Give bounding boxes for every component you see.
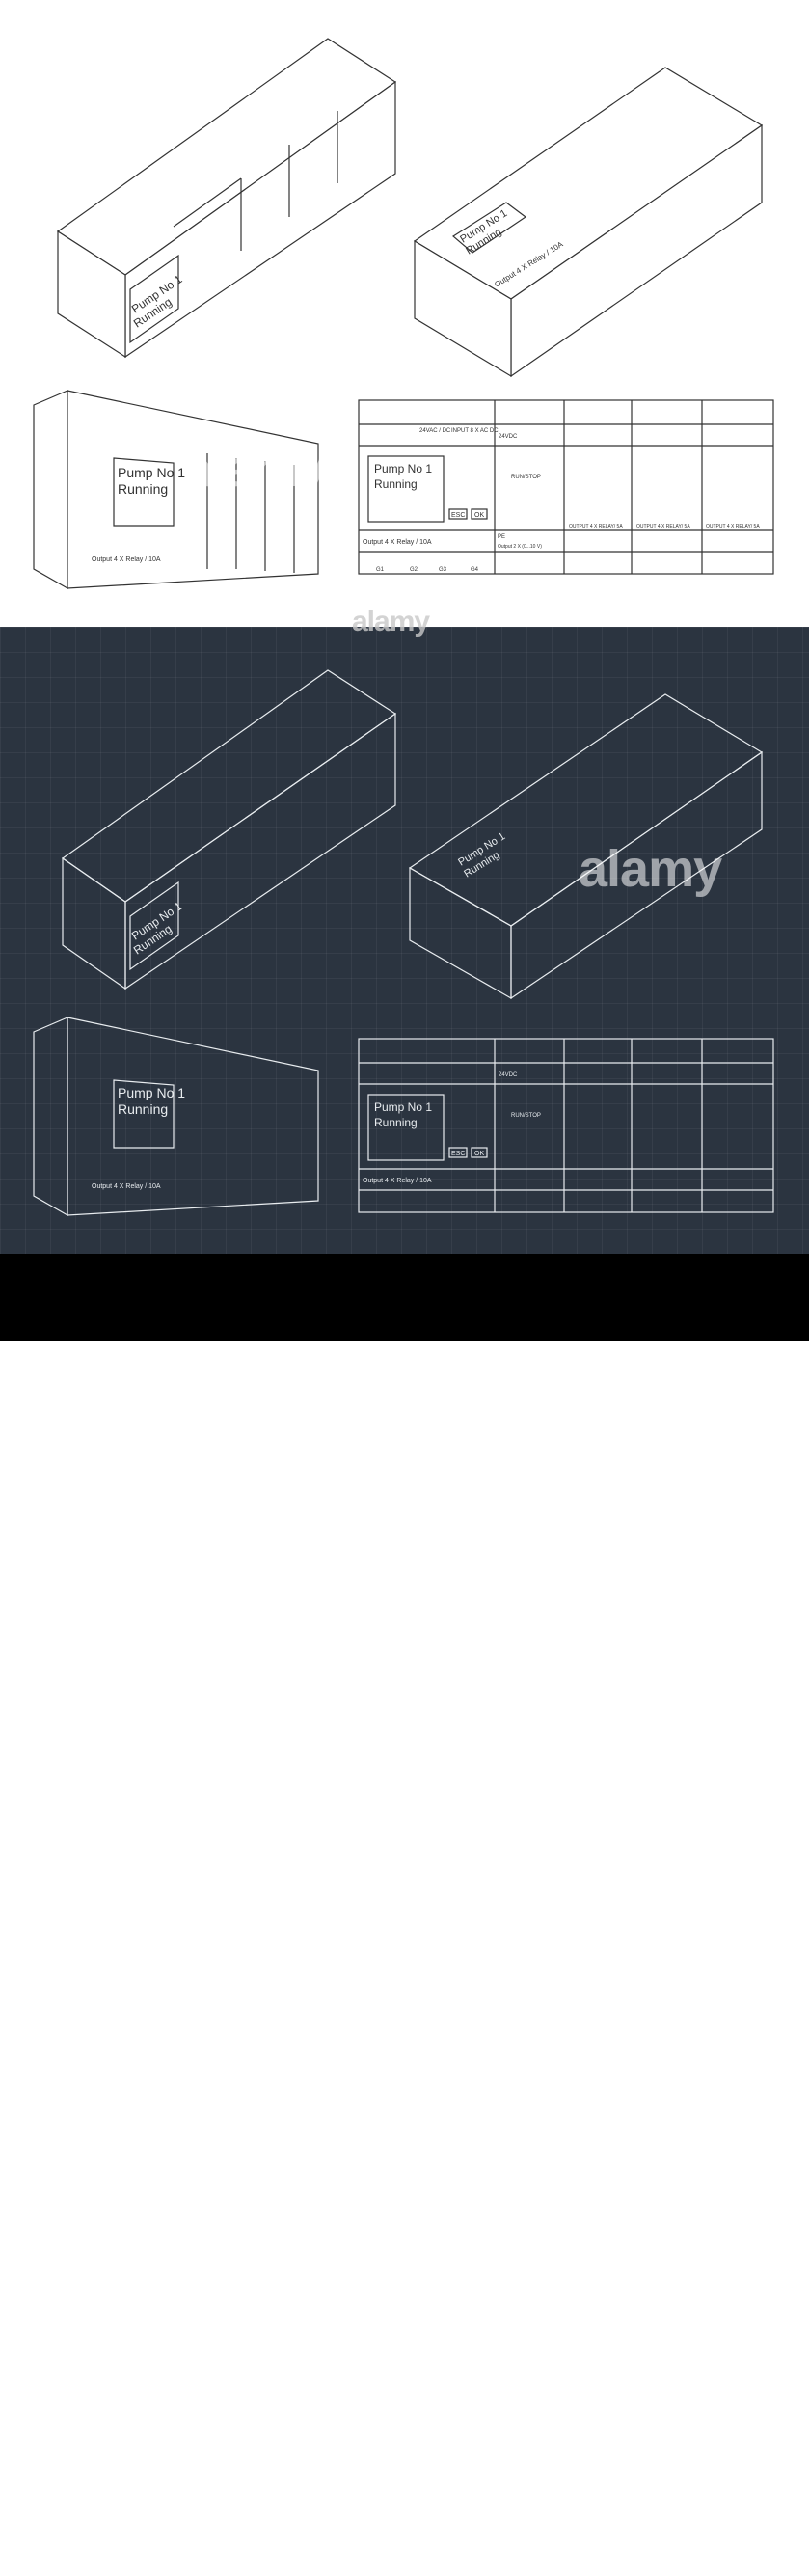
blueprint-drawings: Pump No 1 Running Pump No 1 Running Pump… (33, 669, 774, 1217)
bp-ortho-ok: OK (474, 1151, 484, 1157)
bp-front-screen-line1: Pump No 1 (118, 1085, 185, 1100)
bp-front-screen-line2: Running (118, 1101, 168, 1117)
ortho-esc: ESC (451, 512, 465, 519)
footer-bar: alamy Image ID: 2GM01XE www.alamy.com (0, 1254, 809, 2575)
bp-front-orthographic-view: Pump No 1 Running ESC OK Output 4 X Rela… (358, 1038, 774, 1213)
iso-view-right: Pump No 1 Running Output 4 X Relay / 10A (413, 67, 764, 378)
watermark-middle-right: alamy (579, 840, 722, 898)
footer-image-id: Image ID: 2GM01XE (559, 2529, 707, 2548)
blueprint-drawing-panel: Pump No 1 Running Pump No 1 Running Pump… (0, 627, 809, 1254)
ortho-module-output-3: OUTPUT 4 X RELAY/ 5A (706, 524, 760, 529)
footer-brand: alamy (289, 2519, 406, 2566)
ortho-ok: OK (474, 512, 484, 519)
ortho-module-output-2: OUTPUT 4 X RELAY/ 5A (636, 524, 690, 529)
front-screen-line1: Pump No 1 (118, 465, 185, 480)
ortho-24vdc: 24VDC (499, 434, 518, 440)
front-perspective-view: Pump No 1 Running Output 4 X Relay / 10A (33, 390, 319, 590)
ortho-screen-line2: Running (374, 477, 418, 491)
bp-front-output-label: Output 4 X Relay / 10A (92, 1183, 161, 1190)
ortho-screen-line1: Pump No 1 (374, 462, 432, 475)
ortho-g4: G4 (471, 567, 479, 573)
ortho-supply: 24VAC / DC (419, 428, 451, 434)
ortho-module-output-1: OUTPUT 4 X RELAY/ 5A (569, 524, 623, 529)
watermark-top: alamy (352, 606, 430, 637)
ortho-g2: G2 (410, 567, 418, 573)
front-orthographic-view: Pump No 1 Running ESC OK 24VAC / DC INPU… (358, 399, 774, 575)
bp-ortho-runstop: RUN/STOP (511, 1113, 541, 1119)
bp-ortho-output-main: Output 4 X Relay / 10A (363, 1178, 432, 1184)
ortho-input: INPUT 8 X AC DC (451, 428, 499, 434)
ortho-runstop: RUN/STOP (511, 475, 541, 480)
ortho-output-main: Output 4 X Relay / 10A (363, 539, 432, 546)
front-output-label: Output 4 X Relay / 10A (92, 556, 161, 563)
light-drawings: Pump No 1 Running Pump No 1 Running Outp… (33, 38, 774, 590)
bp-iso-view-left: Pump No 1 Running (61, 669, 397, 990)
iso-view-left: Pump No 1 Running (56, 38, 397, 359)
bp-ortho-screen-line2: Running (374, 1116, 418, 1129)
ortho-g3: G3 (439, 567, 447, 573)
bp-ortho-24vdc: 24VDC (499, 1072, 518, 1078)
watermark-middle-left: alamy (183, 440, 327, 498)
ortho-analog: Output 2 X (0...10 V) (498, 544, 542, 550)
ortho-g1: G1 (376, 567, 385, 573)
footer-site: www.alamy.com (559, 2556, 681, 2575)
ortho-pe: PE (498, 534, 505, 540)
bp-ortho-esc: ESC (451, 1151, 465, 1157)
bp-ortho-screen-line1: Pump No 1 (374, 1100, 432, 1114)
front-screen-line2: Running (118, 481, 168, 497)
bp-front-perspective-view: Pump No 1 Running Output 4 X Relay / 10A (33, 1017, 319, 1217)
light-drawing-panel: Pump No 1 Running Pump No 1 Running Outp… (0, 0, 809, 627)
